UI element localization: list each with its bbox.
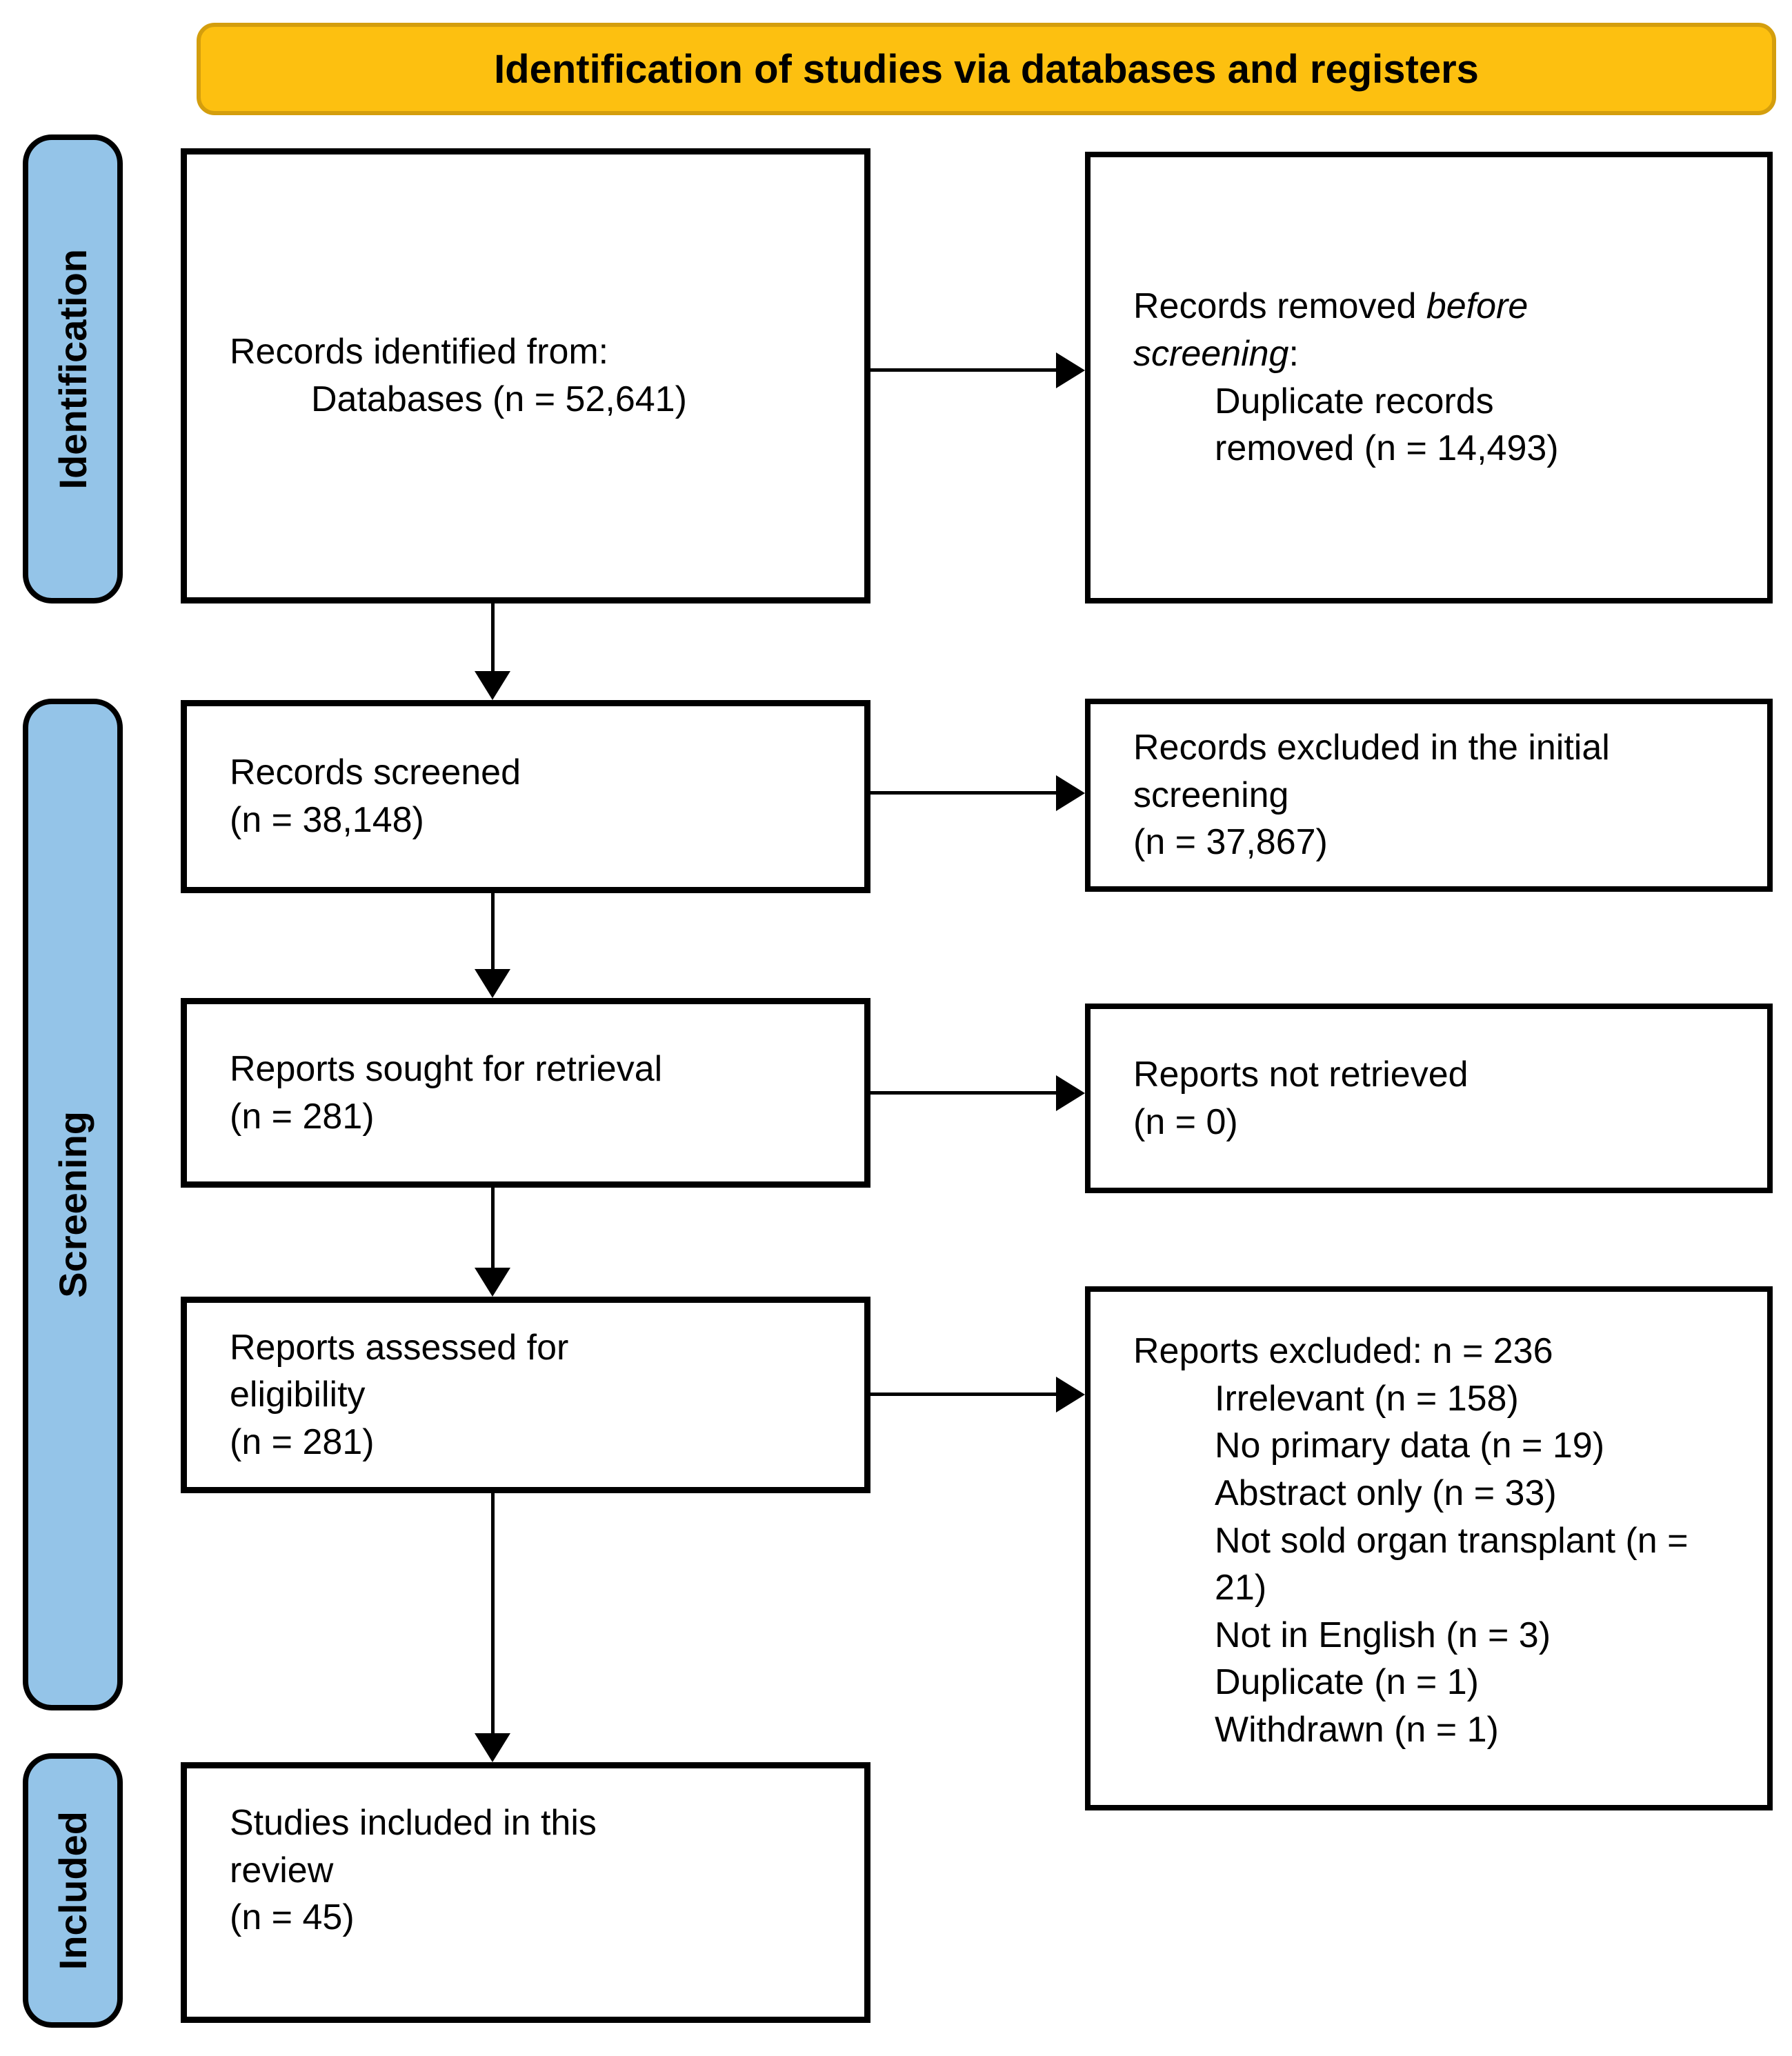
box-line-indented: Abstract only (n = 33) [1215, 1473, 1557, 1513]
box-line-indented: Not in English (n = 3) [1215, 1615, 1551, 1655]
arrow-identified-to-screened-head [475, 671, 510, 700]
box-line: (n = 281) [230, 1096, 375, 1137]
box-line-indented: removed (n = 14,493) [1215, 428, 1559, 469]
box-records-removed-before-screening: Records removed before screening: Duplic… [1085, 152, 1773, 603]
box-line-indented: No primary data (n = 19) [1215, 1426, 1605, 1466]
box-reports-assessed-for-eligibility: Reports assessed for eligibility (n = 28… [181, 1297, 870, 1493]
arrow-screened-to-excluded-line [870, 791, 1058, 795]
box-line: Records identified from: [230, 332, 609, 372]
box-line-indented: Duplicate records [1215, 381, 1494, 421]
arrow-identified-to-removed-head [1056, 352, 1085, 388]
box-line: (n = 0) [1133, 1101, 1238, 1142]
box-line: (n = 281) [230, 1421, 375, 1462]
box-reports-not-retrieved: Reports not retrieved (n = 0) [1085, 1004, 1773, 1193]
stage-label-identification-text: Identification [51, 248, 94, 490]
arrow-identified-to-screened-line [491, 603, 495, 672]
stage-label-screening: Screening [23, 699, 123, 1710]
box-line: (n = 45) [230, 1897, 355, 1938]
box-line: Studies included in this [230, 1803, 597, 1843]
box-line-indented: Not sold organ transplant (n = 21) [1215, 1520, 1689, 1608]
box-records-identified: Records identified from: Databases (n = … [181, 148, 870, 603]
box-line-indented: Duplicate (n = 1) [1215, 1662, 1479, 1703]
box-line: screening [1133, 775, 1289, 815]
arrow-identified-to-removed-line [870, 368, 1058, 372]
text-normal: Records removed [1133, 286, 1426, 327]
box-line: Reports excluded: n = 236 [1133, 1331, 1553, 1371]
arrow-sought-to-assessed-line [491, 1188, 495, 1269]
box-records-excluded-initial-screening: Records excluded in the initial screenin… [1085, 699, 1773, 892]
box-line: review [230, 1850, 334, 1890]
arrow-sought-to-assessed-head [475, 1268, 510, 1297]
box-line-indented: Databases (n = 52,641) [311, 379, 687, 419]
stage-label-screening-text: Screening [51, 1111, 94, 1298]
box-reports-excluded: Reports excluded: n = 236 Irrelevant (n … [1085, 1286, 1773, 1810]
box-reports-sought-for-retrieval: Reports sought for retrieval (n = 281) [181, 998, 870, 1188]
box-line: screening: [1133, 330, 1742, 378]
box-line: Reports sought for retrieval [230, 1048, 663, 1089]
box-line: (n = 37,867) [1133, 822, 1328, 863]
box-line: Records excluded in the initial [1133, 728, 1610, 768]
box-line: Records screened [230, 752, 521, 793]
arrow-assessed-to-included-head [475, 1733, 510, 1762]
box-records-screened: Records screened (n = 38,148) [181, 700, 870, 893]
arrow-screened-to-sought-head [475, 969, 510, 998]
box-line: eligibility [230, 1375, 366, 1415]
box-line-indented: Withdrawn (n = 1) [1215, 1710, 1499, 1750]
box-studies-included-in-review: Studies included in this review (n = 45) [181, 1762, 870, 2023]
stage-label-included: Included [23, 1753, 123, 2028]
text-italic: before [1426, 286, 1529, 327]
arrow-assessed-to-included-line [491, 1493, 495, 1735]
box-line-indented: Irrelevant (n = 158) [1215, 1378, 1519, 1419]
text-normal: : [1288, 333, 1299, 374]
arrow-assessed-to-excluded-line [870, 1393, 1058, 1396]
arrow-screened-to-sought-line [491, 893, 495, 970]
arrow-assessed-to-excluded-head [1056, 1377, 1085, 1413]
stage-label-included-text: Included [51, 1810, 94, 1970]
box-line: Reports assessed for [230, 1327, 569, 1368]
box-line: Records removed before [1133, 283, 1742, 330]
banner-title: Identification of studies via databases … [494, 46, 1479, 92]
banner: Identification of studies via databases … [197, 23, 1776, 115]
stage-label-identification: Identification [23, 134, 123, 603]
arrow-screened-to-excluded-head [1056, 775, 1085, 811]
box-line: (n = 38,148) [230, 800, 424, 840]
arrow-sought-to-not-retrieved-line [870, 1091, 1058, 1095]
box-line: Reports not retrieved [1133, 1054, 1469, 1095]
text-italic: screening [1133, 333, 1289, 374]
arrow-sought-to-not-retrieved-head [1056, 1075, 1085, 1111]
